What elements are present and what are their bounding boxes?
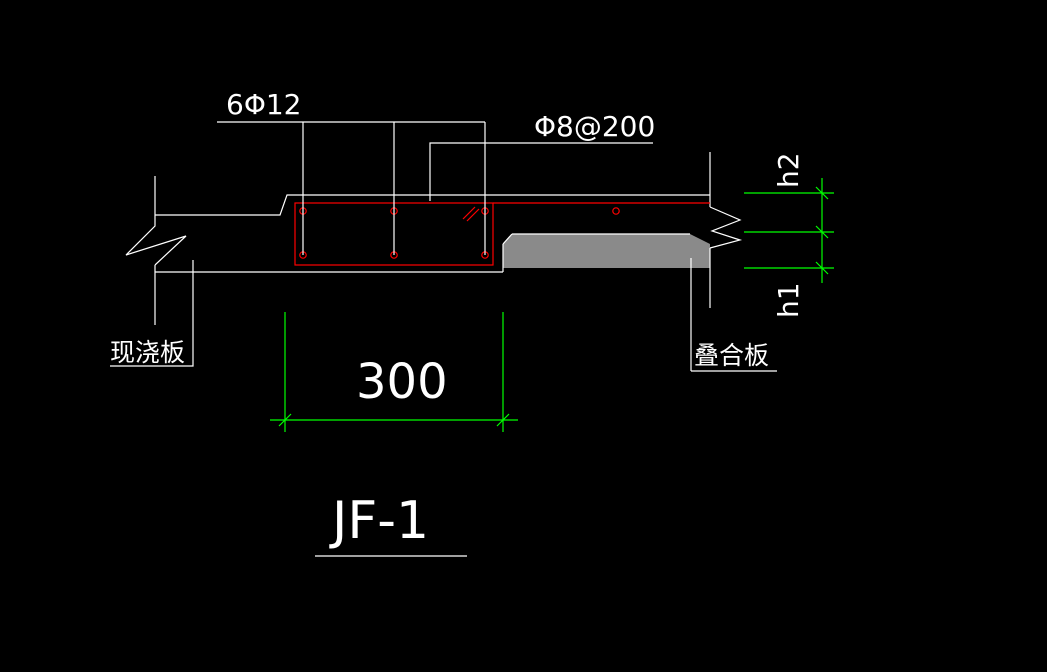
- h2-label: h2: [772, 152, 805, 188]
- rebar-stirrup-label: Φ8@200: [534, 110, 655, 143]
- composite-slab-label: 叠合板: [694, 341, 769, 370]
- rebar-main-label: 6Φ12: [226, 88, 301, 121]
- rebar-dot: [612, 207, 620, 215]
- composite-slab: [502, 152, 777, 372]
- thickness-dimension: [744, 178, 834, 283]
- h1-label: h1: [772, 282, 805, 318]
- dimension-value: 300: [356, 354, 448, 410]
- dimension-300: [270, 312, 518, 432]
- precast-slab-fill: [503, 234, 710, 272]
- detail-title: JF-1: [329, 491, 429, 551]
- stirrup-hook: [462, 206, 476, 220]
- cast-in-place-slab-outline: [125, 176, 710, 325]
- cast-in-place-slab-label: 现浇板: [110, 338, 185, 367]
- leader-lines: [110, 121, 653, 367]
